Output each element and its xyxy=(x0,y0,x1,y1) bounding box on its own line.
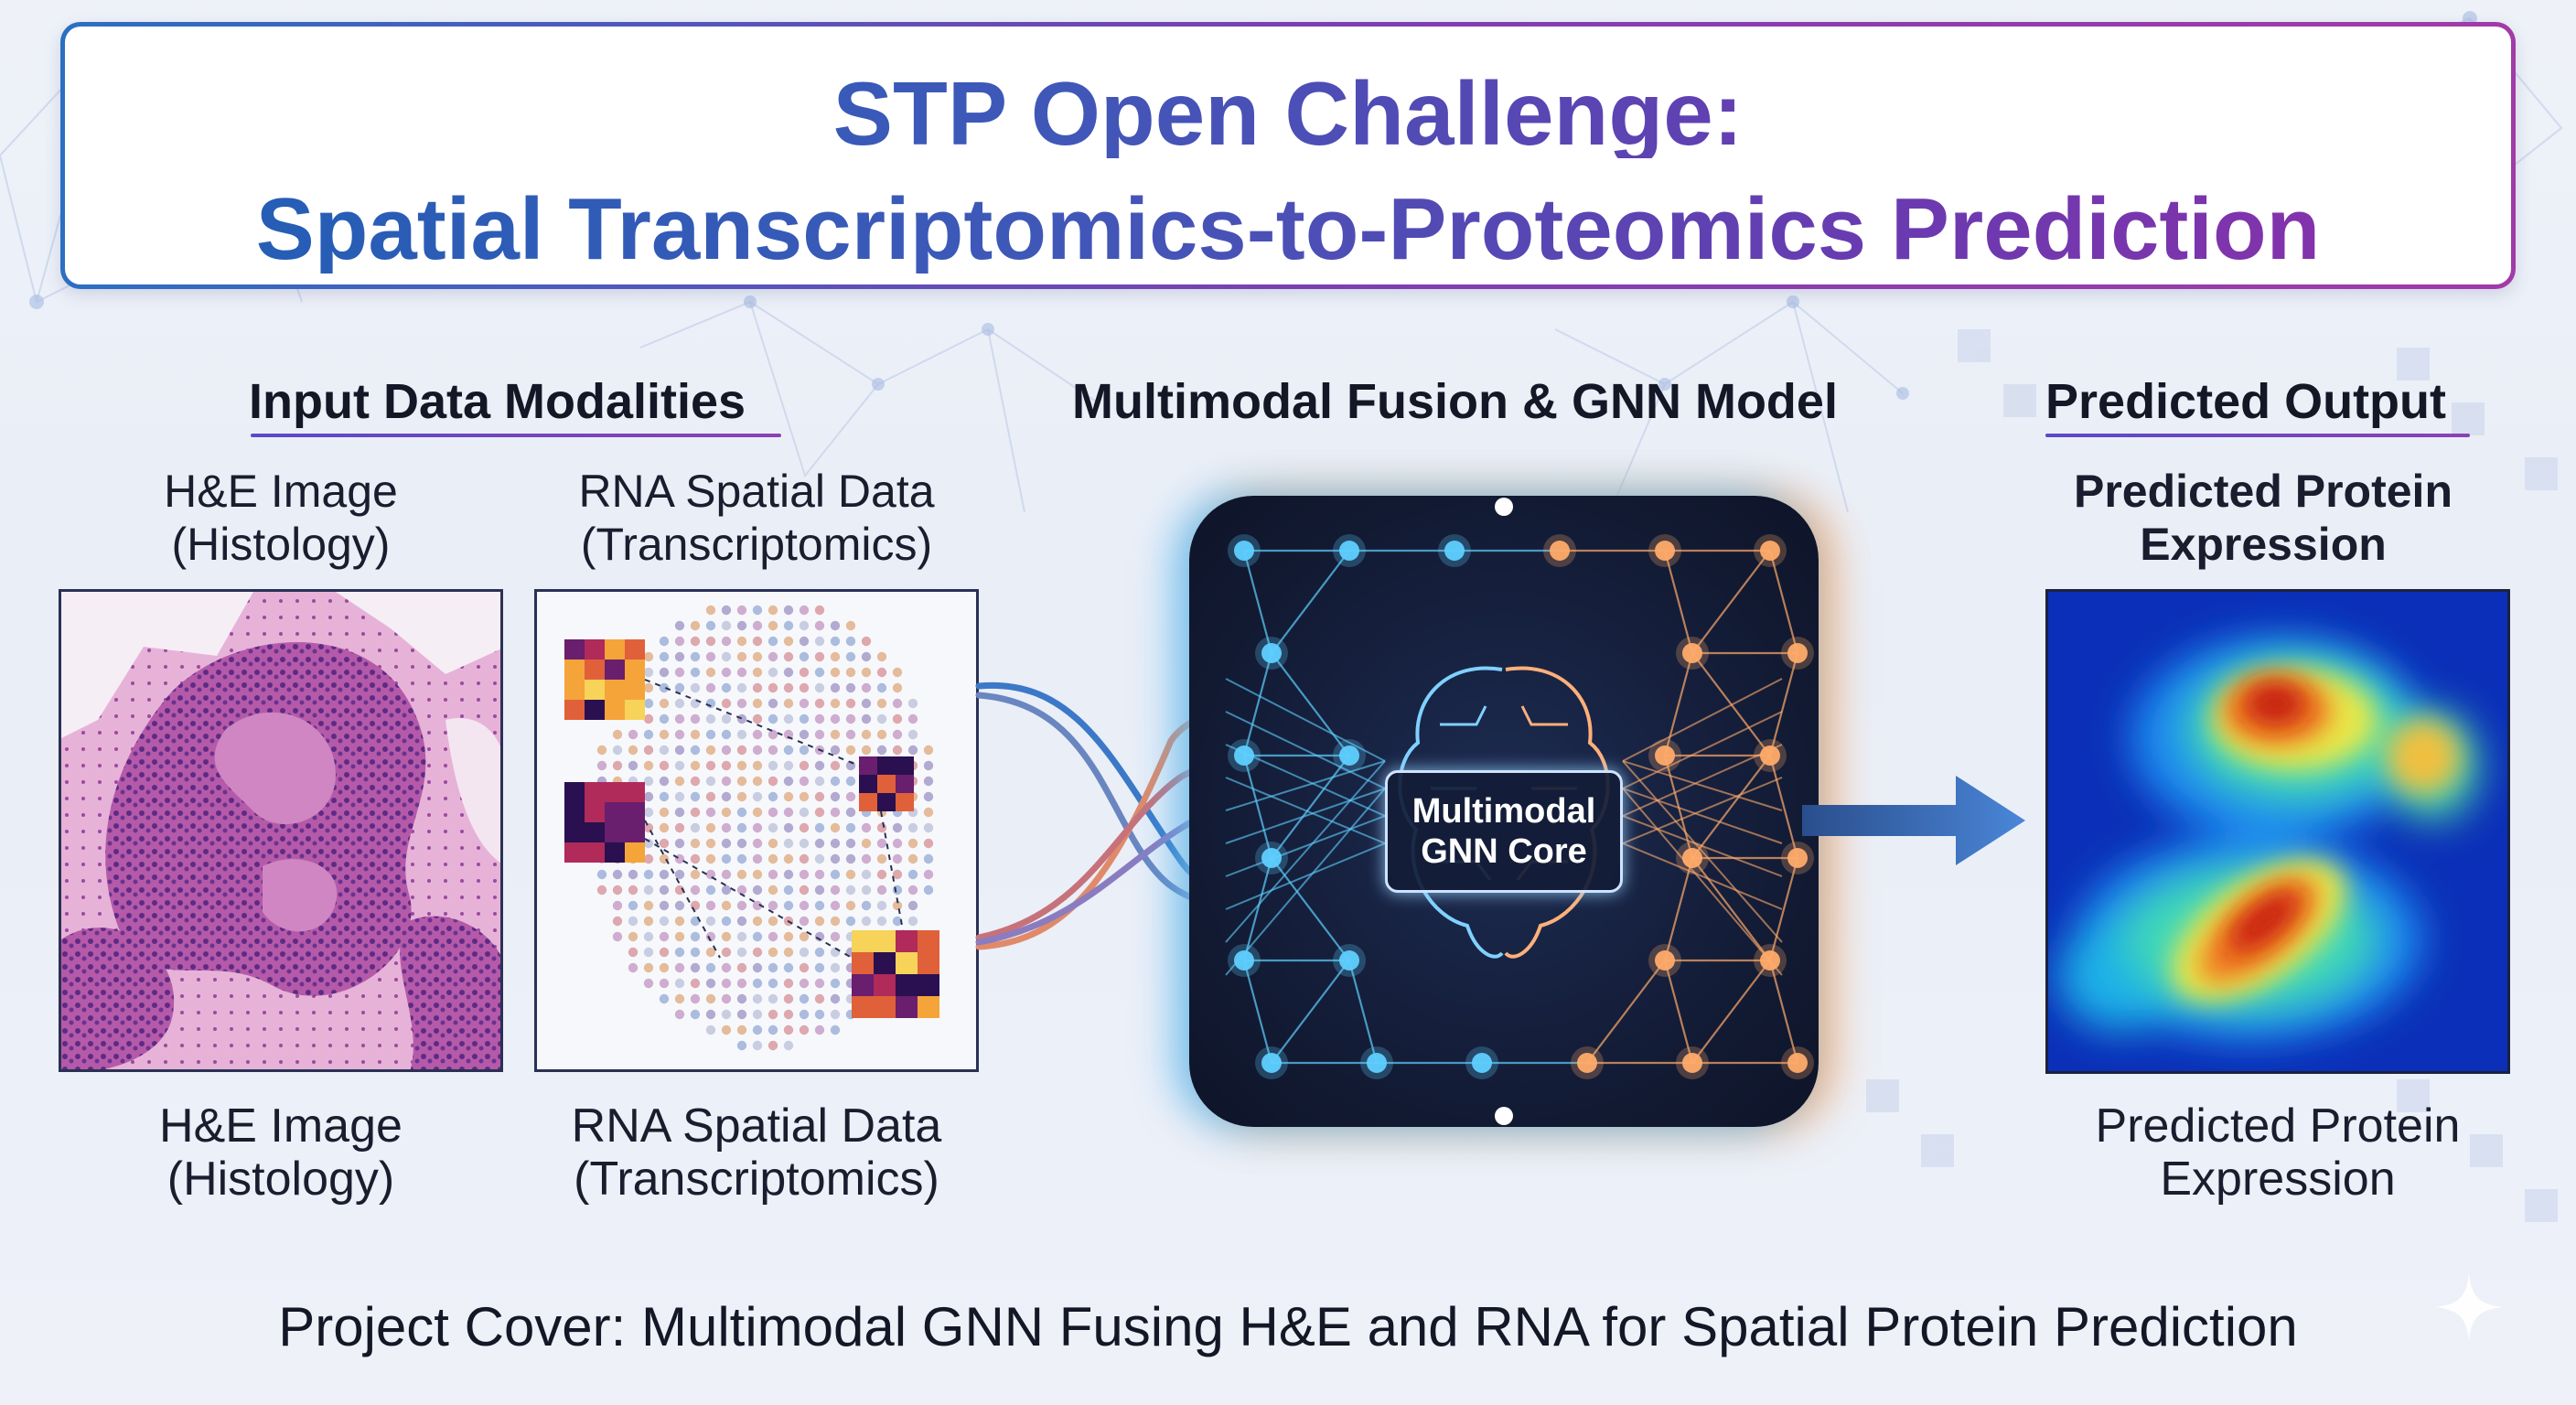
he-caption-top-line2: (Histology) xyxy=(171,519,391,570)
sparkle-icon xyxy=(2435,1273,2503,1341)
output-caption-top: Predicted Protein Expression xyxy=(2027,465,2499,571)
rna-caption-top-line2: (Transcriptomics) xyxy=(580,519,933,570)
rna-spot-grid xyxy=(564,605,939,1051)
rna-caption-bottom: RNA Spatial Data (Transcriptomics) xyxy=(534,1099,979,1206)
he-histology-image xyxy=(59,589,503,1072)
he-caption-top-line1: H&E Image xyxy=(164,466,398,517)
he-caption-bottom-line2: (Histology) xyxy=(166,1153,395,1206)
output-caption-top-line1: Predicted Protein xyxy=(2074,466,2453,517)
section-model-heading: Multimodal Fusion & GNN Model xyxy=(1072,374,1838,429)
output-caption-bottom: Predicted Protein Expression xyxy=(2045,1099,2510,1206)
section-input-underline xyxy=(251,434,781,437)
section-output-underline xyxy=(2045,434,2470,437)
title-line-1: STP Open Challenge: xyxy=(65,69,2511,158)
rna-caption-bottom-line1: RNA Spatial Data xyxy=(571,1099,942,1153)
he-caption-bottom: H&E Image (Histology) xyxy=(59,1099,503,1206)
section-input-heading: Input Data Modalities xyxy=(249,374,746,429)
gnn-model-box: Multimodal GNN Core xyxy=(1189,496,1819,1127)
section-output-heading: Predicted Output xyxy=(2045,374,2447,429)
gnn-core-label: Multimodal GNN Core xyxy=(1385,770,1623,893)
arrow-right-icon xyxy=(1802,776,2025,865)
predicted-protein-heatmap xyxy=(2045,589,2510,1074)
title-line-2: Spatial Transcriptomics-to-Proteomics Pr… xyxy=(65,186,2511,273)
he-tissue-graphic xyxy=(61,592,500,1069)
footer-caption: Project Cover: Multimodal GNN Fusing H&E… xyxy=(278,1296,2298,1357)
gnn-core-line2: GNN Core xyxy=(1421,832,1587,871)
rna-spatial-panel xyxy=(534,589,979,1072)
he-caption-top: H&E Image (Histology) xyxy=(59,465,503,571)
rna-caption-bottom-line2: (Transcriptomics) xyxy=(574,1153,939,1206)
heatmap-graphic xyxy=(2048,592,2507,1071)
output-caption-bottom-line2: Expression xyxy=(2160,1153,2396,1206)
output-caption-top-line2: Expression xyxy=(2140,519,2387,570)
output-caption-bottom-line1: Predicted Protein xyxy=(2095,1099,2461,1153)
gnn-network-graphic xyxy=(1225,498,1814,1125)
rna-caption-top-line1: RNA Spatial Data xyxy=(578,466,935,517)
rna-caption-top: RNA Spatial Data (Transcriptomics) xyxy=(534,465,979,571)
title-banner: STP Open Challenge: Spatial Transcriptom… xyxy=(60,22,2516,289)
he-caption-bottom-line1: H&E Image xyxy=(159,1099,402,1153)
gnn-core-line1: Multimodal xyxy=(1411,792,1596,831)
